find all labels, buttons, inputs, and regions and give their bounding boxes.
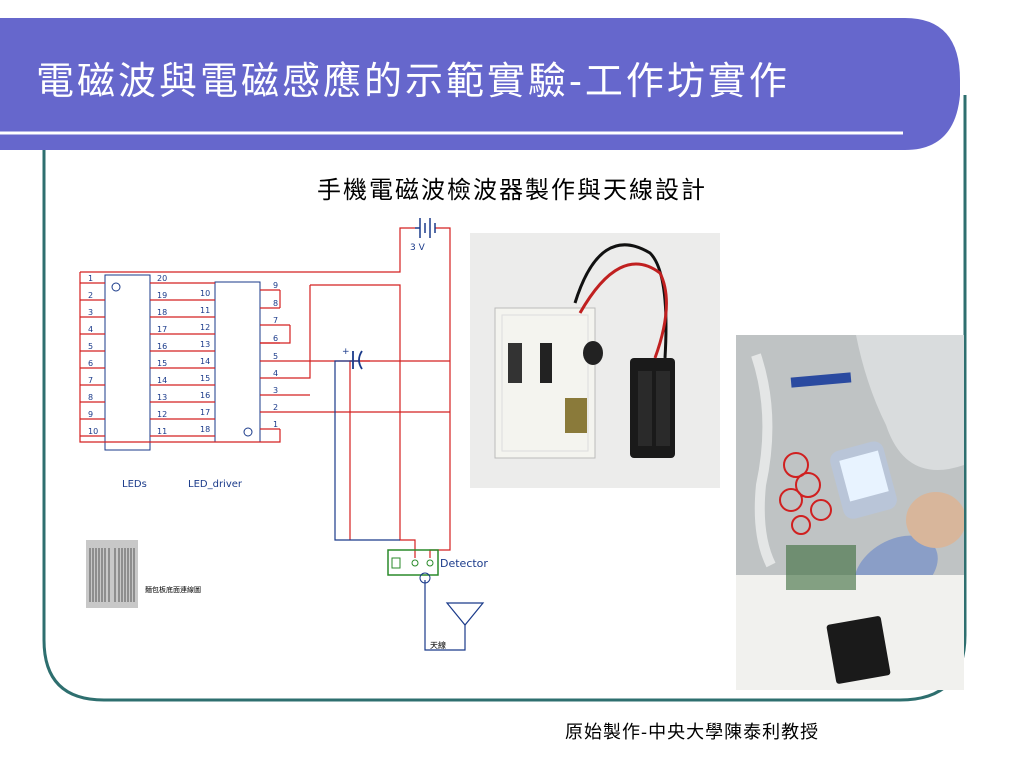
breadboard-underside-caption: 麵包板底面連線圖 (145, 586, 201, 594)
pin-number: 4 (273, 369, 278, 378)
driver-chip-notch-icon (243, 427, 253, 437)
pin-number: 1 (88, 274, 93, 283)
detector-port (391, 557, 401, 569)
pin-number: 14 (200, 357, 210, 366)
leds-right-pin-numbers: 20 19 18 17 16 15 14 13 12 11 (157, 274, 167, 436)
pin-number: 3 (273, 386, 278, 395)
slide-footer-credit: 原始製作-中央大學陳泰利教授 (565, 722, 820, 743)
pin-number: 15 (157, 359, 167, 368)
pin-number: 4 (88, 325, 93, 334)
pin-number: 17 (200, 408, 210, 417)
pin-number: 10 (200, 289, 210, 298)
pin-number: 2 (273, 403, 278, 412)
pin-number: 19 (157, 291, 167, 300)
pin-number: 5 (273, 352, 278, 361)
pin-number: 17 (157, 325, 167, 334)
breadboard-photo (470, 233, 720, 488)
leds-chip (104, 274, 151, 451)
breadboard-underside-drawing (86, 540, 138, 608)
slide-subtitle: 手機電磁波檢波器製作與天線設計 (317, 176, 707, 204)
pin-number: 9 (273, 281, 278, 290)
pin-number: 8 (88, 393, 93, 402)
detector-label: Detector (440, 557, 488, 570)
phone-test-photo-drawing (736, 335, 964, 690)
pin-number: 20 (157, 274, 167, 283)
pin-number: 12 (200, 323, 210, 332)
pin-number: 6 (88, 359, 93, 368)
detector-antenna-jack-icon (419, 572, 431, 584)
pin-number: 9 (88, 410, 93, 419)
leds-left-pin-numbers: 1 2 3 4 5 6 7 8 9 10 (88, 274, 98, 436)
pin-number: 16 (200, 391, 210, 400)
circuit-schematic: 3 V + Detector 天線 LEDs LED_driver 1 2 3 … (79, 218, 488, 651)
capacitor-polarity: + (342, 347, 350, 357)
pin-number: 18 (200, 425, 210, 434)
slide-title: 電磁波與電磁感應的示範實驗-工作坊實作 (36, 59, 790, 103)
pin-number: 13 (157, 393, 167, 402)
breadboard-underside-photo (86, 540, 138, 608)
pin-number: 3 (88, 308, 93, 317)
pin-number: 2 (88, 291, 93, 300)
title-bar-background (0, 18, 960, 150)
driver-left-pin-numbers: 10 11 12 13 14 15 16 17 18 (200, 289, 210, 434)
driver-right-pin-numbers: 9 8 7 6 5 4 3 2 1 (273, 281, 278, 429)
detector-signal-lines (334, 360, 466, 651)
capacitor-symbol-icon (352, 350, 363, 370)
pin-number: 7 (273, 316, 278, 325)
pin-number: 5 (88, 342, 93, 351)
pin-number: 11 (157, 427, 167, 436)
phone-test-photo (736, 335, 964, 690)
breadboard-photo-drawing (494, 243, 675, 459)
pin-number: 13 (200, 340, 210, 349)
leds-to-driver-lines (150, 282, 215, 437)
pin-number: 11 (200, 306, 210, 315)
driver-label: LED_driver (188, 479, 243, 490)
pin-number: 8 (273, 299, 278, 308)
pin-number: 15 (200, 374, 210, 383)
driver-chip (214, 281, 261, 443)
pin-number: 7 (88, 376, 93, 385)
driver-right-pin-lines (79, 285, 450, 443)
leds-left-pin-lines (79, 272, 105, 437)
pin-number: 12 (157, 410, 167, 419)
pin-number: 10 (88, 427, 98, 436)
battery-label: 3 V (410, 243, 426, 253)
leds-chip-notch-icon (111, 282, 121, 292)
detector-box (387, 549, 439, 576)
pin-number: 16 (157, 342, 167, 351)
battery-symbol-icon (415, 218, 436, 238)
pin-number: 6 (273, 334, 278, 343)
pin-number: 18 (157, 308, 167, 317)
pin-number: 14 (157, 376, 167, 385)
leds-label: LEDs (122, 479, 147, 490)
antenna-label: 天線 (430, 640, 446, 650)
antenna-symbol-icon (445, 602, 485, 626)
pin-number: 1 (273, 420, 278, 429)
